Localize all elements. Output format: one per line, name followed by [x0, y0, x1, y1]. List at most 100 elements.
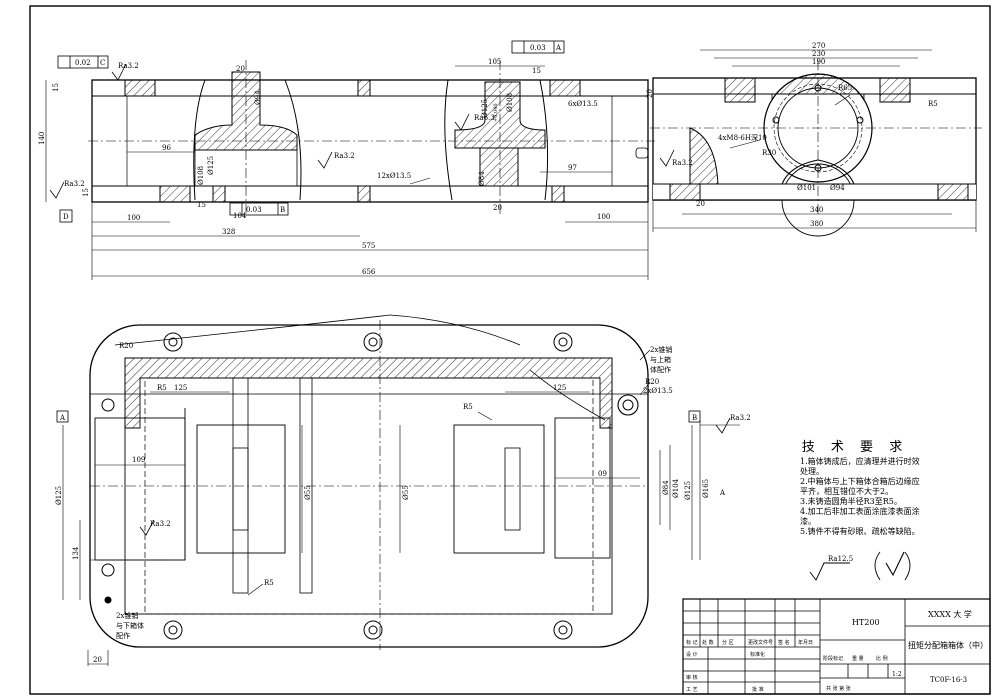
side-dim-20: 20	[646, 89, 654, 98]
plan-dim-125-right: 125	[553, 384, 566, 392]
dim-d125-right: Ø125	[481, 99, 489, 118]
header-standard: 标准化	[750, 651, 765, 658]
plan-dim-d104: Ø104	[672, 478, 680, 498]
drawing-frame	[29, 5, 991, 695]
dim-328: 328	[222, 228, 235, 236]
tol-flat-value: 0.02	[75, 59, 91, 67]
dim-270: 270	[812, 42, 825, 50]
header-design: 设 计	[686, 651, 698, 658]
dim-15-top: 15	[52, 83, 60, 92]
roughness-mid: Ra3.2	[334, 152, 355, 160]
plan-dim-d55-left: Ø55	[304, 485, 312, 500]
dim-190: 190	[812, 58, 825, 66]
dim-15-right: 15	[532, 67, 541, 75]
plan-dim-r5-1: R5	[157, 384, 167, 392]
dim-15-left: 15	[82, 188, 90, 197]
dim-d84: Ø84	[478, 171, 486, 186]
plan-dim-d55-center: Ø55	[402, 485, 410, 500]
tol-flat-datum: C	[100, 59, 105, 67]
front-view-labels: 0.02 C 0.03 A 0.03 B Ra3.2 Ra3.2 Ra3.2 R…	[38, 44, 693, 276]
dim-105: 105	[488, 58, 501, 66]
plan-view	[56, 314, 740, 666]
dim-20-bottom: 20	[493, 204, 502, 212]
plan-dim-134: 134	[72, 546, 80, 560]
plan-dim-d84: Ø84	[662, 480, 670, 495]
plan-dim-125-left: 125	[174, 384, 187, 392]
dim-d125-left: Ø125	[207, 156, 215, 175]
dim-100-left: 100	[127, 214, 140, 222]
pin-bottom-label-2: 与下箱体	[116, 621, 144, 630]
school: XXXX 大 学	[928, 609, 972, 619]
datum-a: A	[59, 414, 66, 422]
drawing-number: TC0F-16-3	[930, 676, 967, 684]
header-approve: 批 准	[752, 686, 764, 693]
dim-575: 575	[362, 242, 375, 250]
dim-20-top: 20	[236, 65, 245, 73]
dim-d108-right: Ø108	[506, 93, 514, 112]
side-dim-d101: Ø101	[797, 184, 816, 192]
roughness-right: Ra3.2	[672, 159, 693, 167]
header-mark: 标 记	[686, 639, 698, 646]
tech-title: 技 术 要 求	[801, 440, 909, 455]
side-dim-r5: R5	[928, 100, 938, 108]
pin-top-label-2: 与上箱	[650, 355, 671, 364]
plan-dim-109: 109	[132, 456, 145, 464]
side-threads: 4xM8-6H深10	[718, 133, 767, 142]
datum-b: B	[692, 414, 697, 422]
plan-dim-d125-left: Ø125	[55, 486, 63, 505]
scale: 1:2	[892, 671, 902, 678]
plan-dim-d125-right: Ø125	[684, 481, 692, 500]
side-dim-380: 380	[810, 220, 823, 228]
plan-dim-r20-right: R20	[645, 378, 659, 386]
technical-requirements: 技 术 要 求 1.箱体铸成后，应清理并进行时效处理。 2.中箱体与上下箱体合箱…	[800, 441, 920, 537]
holes-top-label: 6xØ13.5	[568, 100, 598, 108]
dim-96: 96	[162, 144, 171, 152]
front-view	[45, 40, 675, 280]
header-count: 处 数	[702, 639, 714, 646]
side-view-labels: 270 230 190 20 R5 R30 R65 Ø101 Ø94 4xM8-…	[646, 42, 938, 228]
plan-roughness-right: Ra3.2	[730, 414, 751, 422]
side-dim-r30: R30	[762, 149, 776, 157]
dim-104: 104	[233, 212, 247, 220]
general-roughness	[809, 551, 911, 581]
pin-top-label-3: 体配作	[650, 365, 671, 374]
side-dim-d94: Ø94	[830, 184, 845, 192]
roughness-bore: Ra6.3	[474, 114, 495, 122]
roughness-top: Ra3.2	[118, 62, 139, 70]
dim-97: 97	[568, 164, 577, 172]
side-dim-r65: R65	[838, 84, 852, 92]
part-name: 扭矩分配箱箱体（中）	[908, 640, 988, 650]
tech-note-3: 3.未铸造圆角半径R3至R5。	[800, 497, 902, 506]
header-scale: 比 例	[876, 655, 888, 662]
header-review: 审 核	[686, 674, 698, 681]
material: HT200	[852, 618, 880, 627]
dim-230: 230	[812, 50, 825, 58]
plan-dim-09: 09	[598, 470, 607, 478]
dim-d94: Ø94	[254, 90, 262, 105]
tech-note-5: 5.铸件不得有砂眼、疏松等缺陷。	[800, 527, 920, 536]
tol-par-bottom-value: 0.03	[246, 206, 262, 214]
tech-note-1: 1.箱体铸成后，应清理并进行时效处理。	[800, 457, 920, 476]
plan-dim-20-bottom: 20	[93, 656, 102, 664]
bore-tolerance: +0.040	[493, 103, 499, 122]
general-roughness-label: Ra12.5	[828, 555, 853, 563]
side-dim-20-bottom: 20	[696, 200, 705, 208]
plan-dim-d165: Ø165	[702, 479, 710, 498]
header-zone: 分 区	[722, 639, 734, 646]
header-doc: 更改文件号	[748, 639, 773, 646]
plan-dim-r20: R20	[119, 342, 133, 350]
title-block	[682, 598, 991, 695]
roughness-left: Ra3.2	[64, 180, 85, 188]
pin-top-label: 2x锥销	[650, 345, 672, 354]
plan-view-labels: R20 R5 125 R5 125 R20 2xØ13.5 2x锥销 与上箱 体…	[55, 342, 751, 664]
plan-dim-r5-2: R5	[463, 403, 473, 411]
pin-bottom-label-3: 配作	[116, 631, 130, 640]
side-view	[635, 49, 982, 237]
header-weight: 重 量	[852, 655, 864, 662]
header-date: 年月日	[798, 639, 813, 646]
dim-15-bottom: 15	[197, 201, 206, 209]
title-block-labels: HT200 XXXX 大 学 扭矩分配箱箱体（中） TC0F-16-3 1:2 …	[686, 609, 988, 693]
tech-note-4: 4.加工后非加工表面涂底漆表面涂漆。	[800, 507, 920, 526]
dim-100-right: 100	[597, 213, 610, 221]
